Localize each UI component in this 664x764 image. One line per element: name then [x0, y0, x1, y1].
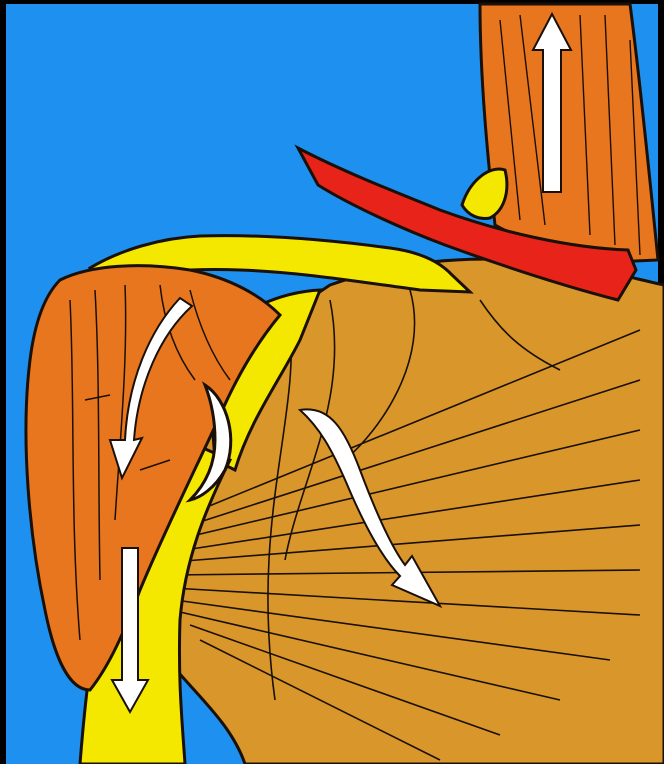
- trapezius-muscle: [480, 4, 658, 262]
